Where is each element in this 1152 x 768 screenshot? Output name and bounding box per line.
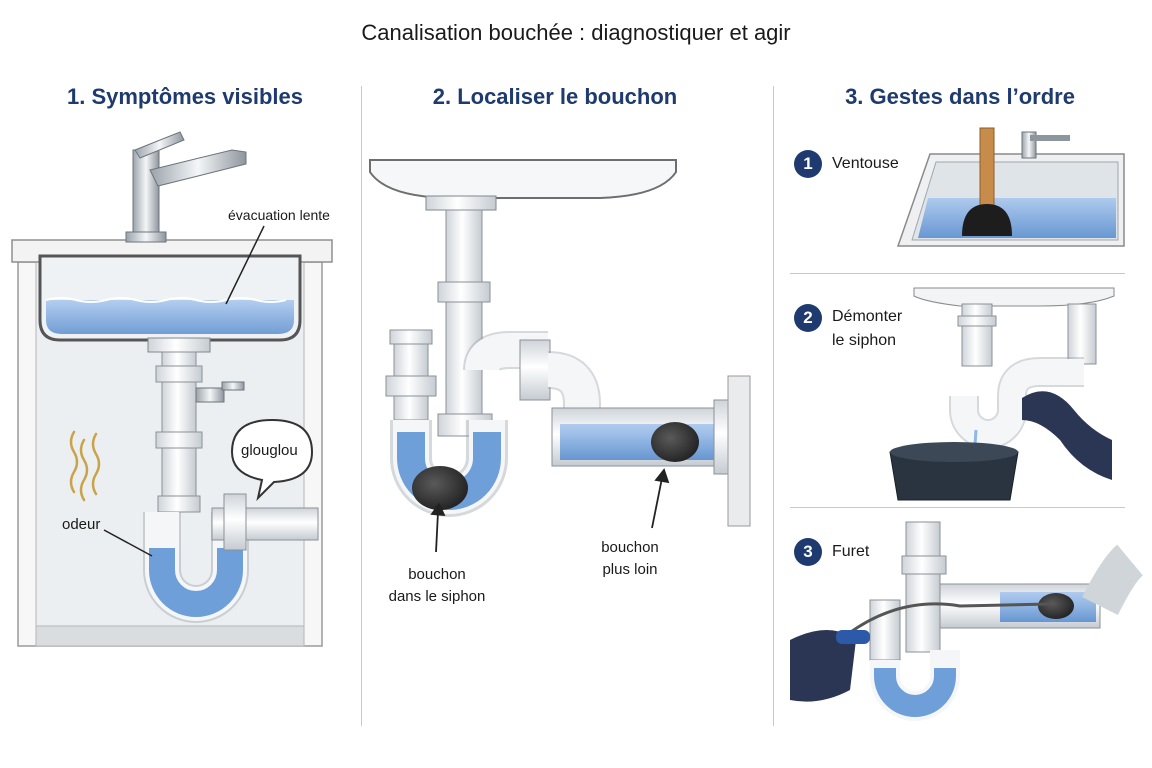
step2-label-line1: Démonter bbox=[832, 308, 903, 325]
panel1-faucet bbox=[125, 131, 247, 243]
clog-trap-label-line2: dans le siphon bbox=[388, 588, 486, 605]
gurgle-bubble bbox=[230, 418, 314, 502]
panel2-arrows bbox=[430, 468, 670, 553]
step3-badge: 3 bbox=[794, 538, 822, 566]
page-title: Canalisation bouchée : diagnostiquer et … bbox=[361, 20, 791, 45]
trap-removal-illustration bbox=[889, 287, 1115, 501]
plunger-illustration bbox=[896, 127, 1125, 247]
gurgle-label: glouglou bbox=[241, 442, 298, 459]
panel3-heading: 3. Gestes dans l’ordre bbox=[845, 84, 1075, 109]
clog-trap-label-line1: bouchon bbox=[408, 566, 466, 583]
odor-icon bbox=[69, 430, 101, 502]
step2-badge: 2 bbox=[794, 304, 822, 332]
column-divider-2 bbox=[773, 86, 774, 726]
step1-badge: 1 bbox=[794, 150, 822, 178]
step-divider-1 bbox=[790, 273, 1125, 274]
panel1-heading: 1. Symptômes visibles bbox=[67, 84, 303, 109]
clog-in-trap bbox=[412, 466, 468, 510]
clog-far-label: bouchon plus loin bbox=[570, 537, 690, 581]
step2-label: Démonter le siphon bbox=[832, 305, 902, 353]
slow-drain-label: évacuation lente bbox=[228, 207, 330, 223]
step2-label-line2: le siphon bbox=[832, 332, 897, 349]
panel2-heading: 2. Localiser le bouchon bbox=[432, 84, 678, 109]
panel1-drain-pipe bbox=[143, 351, 319, 623]
clog-far-label-line1: bouchon bbox=[601, 539, 659, 556]
clog-far-label-line2: plus loin bbox=[602, 561, 658, 578]
panel1-basin bbox=[38, 254, 302, 353]
panel1-leader-lines bbox=[103, 225, 265, 557]
auger-illustration bbox=[790, 521, 1144, 721]
step-divider-2 bbox=[790, 507, 1125, 508]
clog-trap-label: bouchon dans le siphon bbox=[362, 564, 512, 608]
clog-further bbox=[651, 422, 699, 462]
panel2-sink bbox=[369, 159, 677, 211]
column-divider-1 bbox=[361, 86, 362, 726]
step1-label: Ventouse bbox=[832, 155, 899, 172]
odor-label: odeur bbox=[62, 516, 101, 533]
step3-label: Furet bbox=[832, 543, 870, 560]
